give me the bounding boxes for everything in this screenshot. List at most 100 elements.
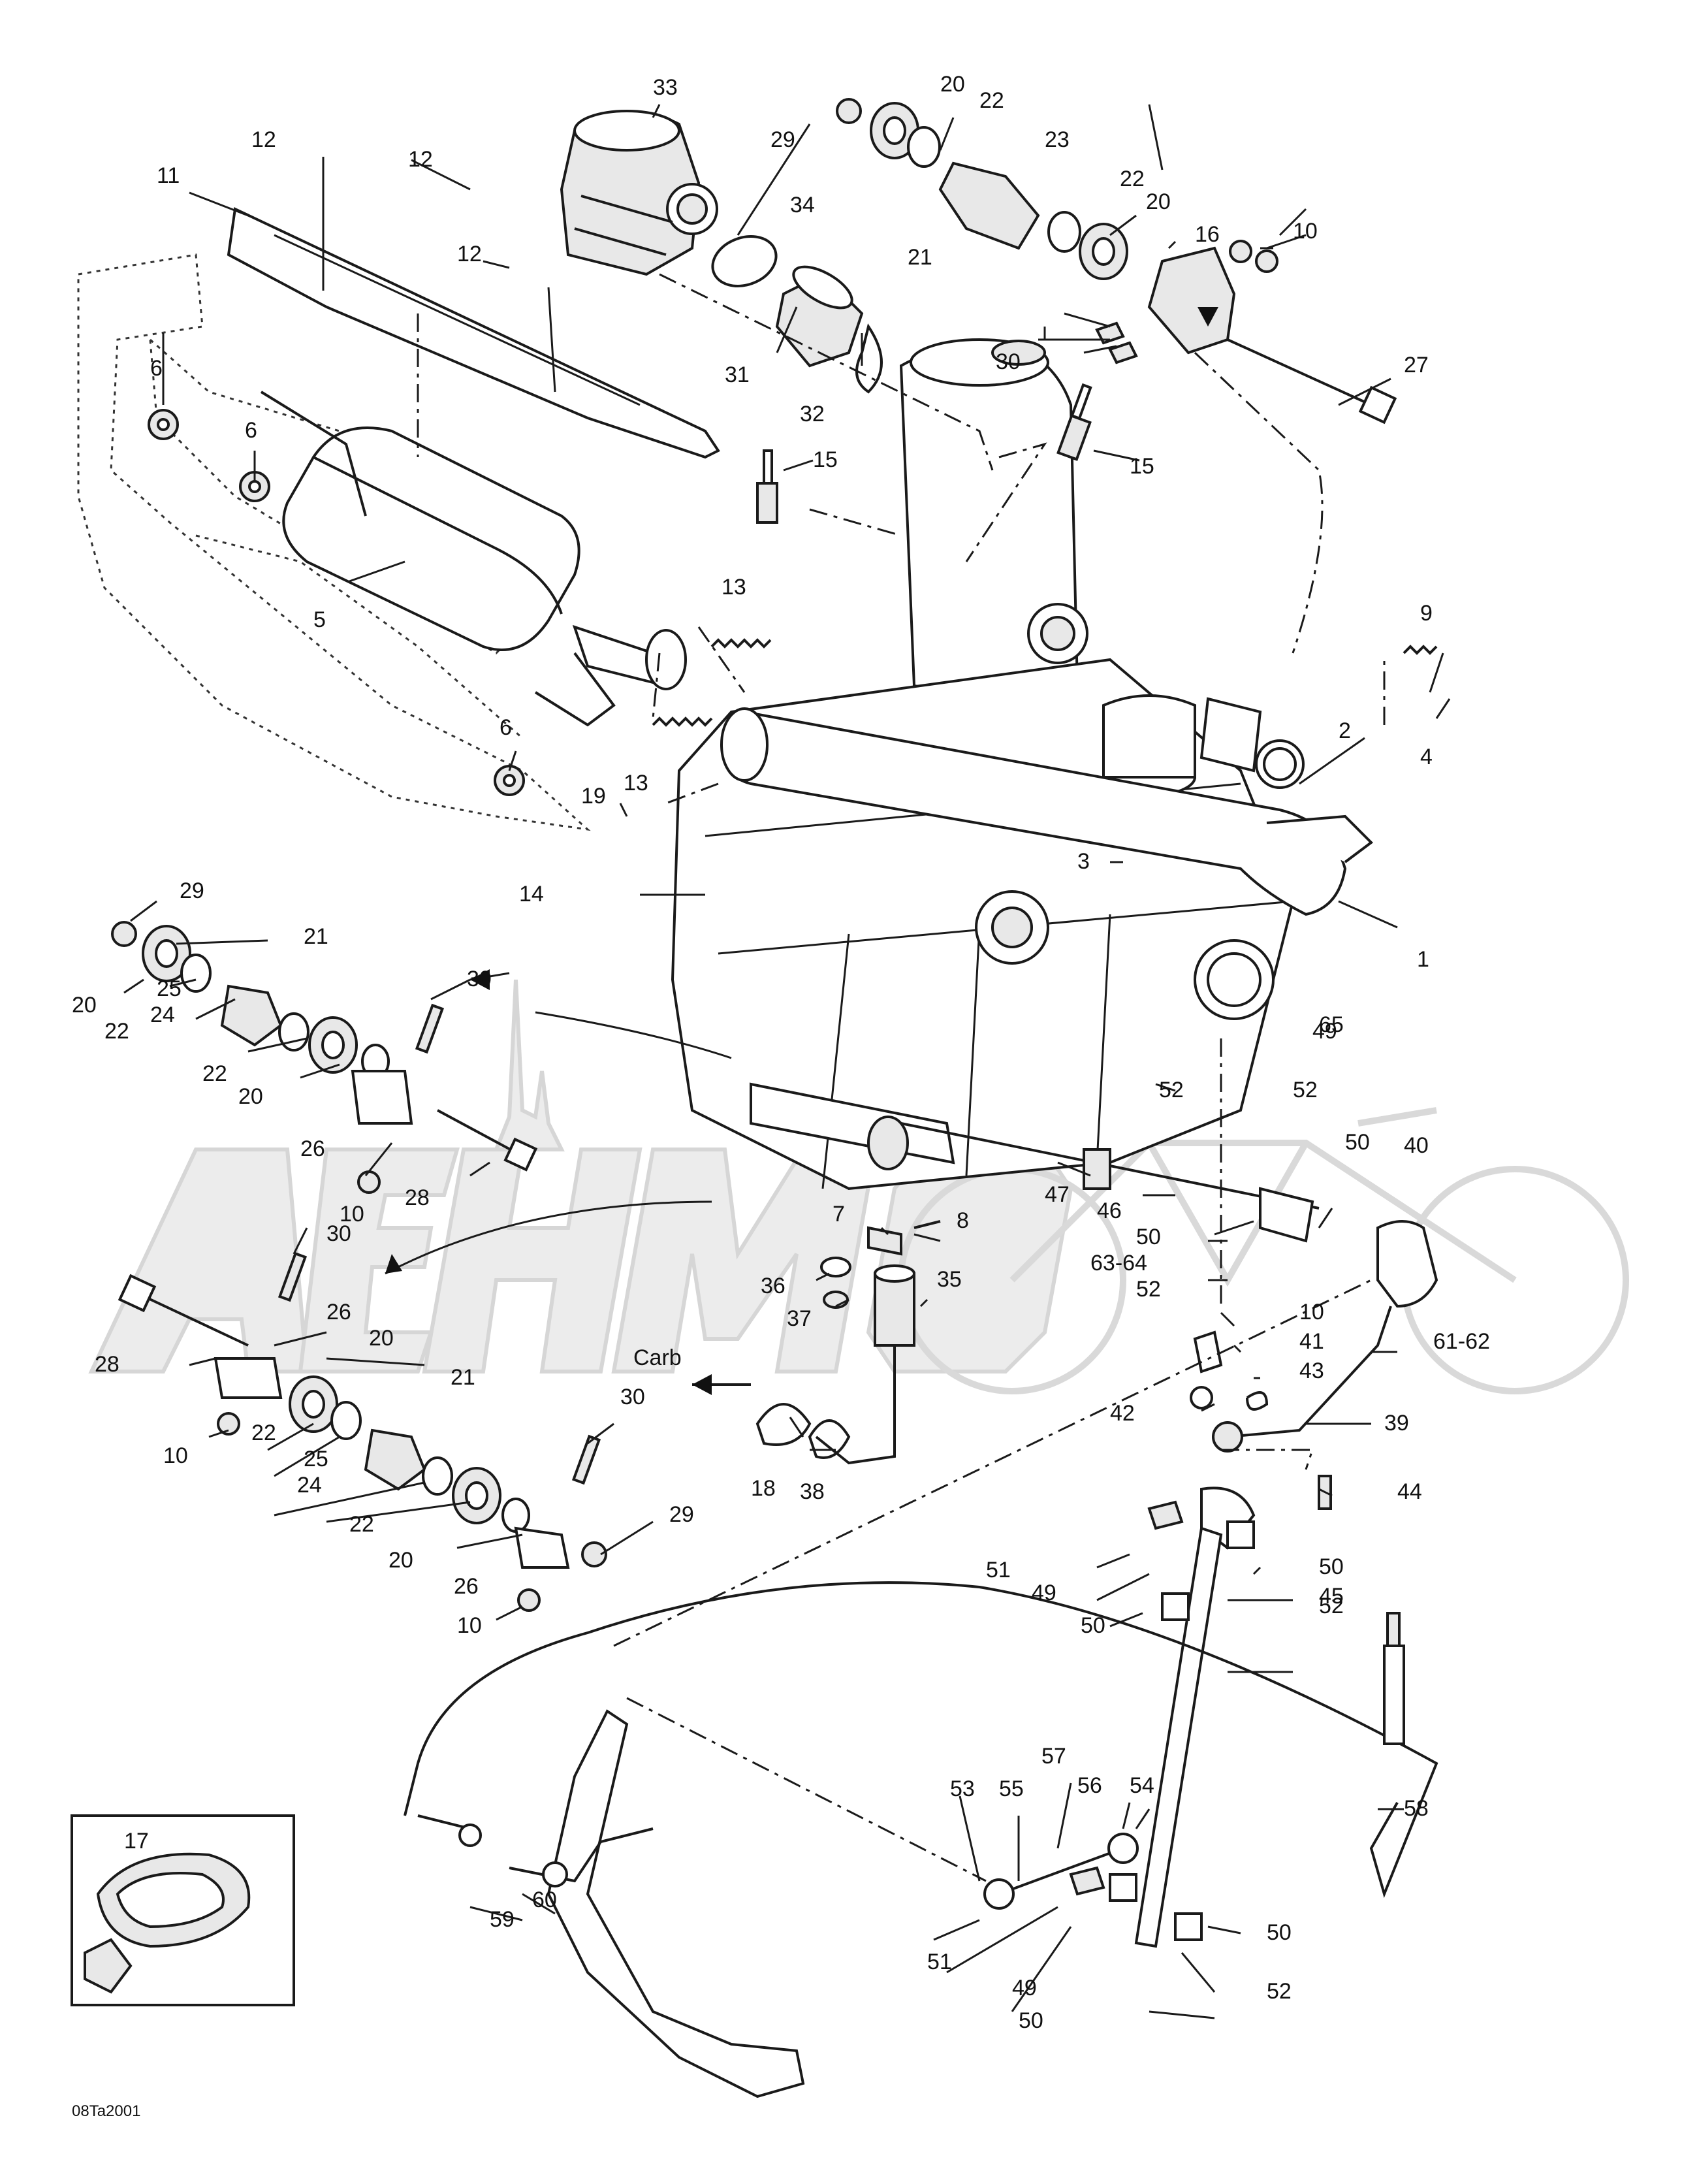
part-label-54: 54 xyxy=(1130,1773,1154,1798)
part-label-23: 23 xyxy=(1045,127,1070,152)
part-label-7: 7 xyxy=(833,1202,845,1227)
leader-lines xyxy=(123,104,1451,2019)
part-label-47: 47 xyxy=(1045,1182,1070,1207)
part-label-35: 35 xyxy=(937,1267,962,1292)
part-label-50c: 50 xyxy=(1319,1554,1344,1579)
part-label-22d: 22 xyxy=(202,1061,227,1086)
part-label-16: 16 xyxy=(1195,222,1220,247)
part-label-30c: 30 xyxy=(326,1221,351,1246)
part-labels: 1 2 3 4 5 6 6 6 7 8 9 10 10 10 10 10 11 … xyxy=(72,72,1490,2120)
part-label-50a: 50 xyxy=(1345,1130,1370,1155)
part-label-32: 32 xyxy=(800,402,825,426)
part-label-30a: 30 xyxy=(996,349,1021,374)
rubber-mounts xyxy=(148,409,525,796)
springs-and-plugs xyxy=(652,383,1438,727)
part-label-63-64: 63-64 xyxy=(1090,1251,1147,1276)
part-label-57: 57 xyxy=(1041,1744,1066,1769)
part-label-29a: 29 xyxy=(770,127,795,152)
part-label-14: 14 xyxy=(519,882,544,907)
part-label-26b: 26 xyxy=(326,1300,351,1325)
part-label-4: 4 xyxy=(1420,745,1433,769)
part-label-6b: 6 xyxy=(245,418,257,443)
part-label-12c: 12 xyxy=(457,242,482,266)
part-label-6c: 6 xyxy=(500,715,512,740)
part-label-30d: 30 xyxy=(620,1385,645,1409)
part-label-29b: 29 xyxy=(180,878,204,903)
part-label-3: 3 xyxy=(1077,849,1090,874)
part-label-31: 31 xyxy=(725,362,750,387)
part-label-22b: 22 xyxy=(1120,167,1145,191)
part-label-27: 27 xyxy=(1404,353,1429,377)
part-label-28b: 28 xyxy=(95,1352,119,1377)
part-label-13b: 13 xyxy=(624,771,648,795)
watermark xyxy=(88,979,1629,1394)
part-label-61-62: 61-62 xyxy=(1433,1329,1490,1354)
part-label-30b: 30 xyxy=(467,967,492,991)
part-label-10e: 10 xyxy=(1299,1300,1324,1325)
part-label-26c: 26 xyxy=(454,1574,479,1599)
part-label-28a: 28 xyxy=(405,1185,430,1210)
part-label-18: 18 xyxy=(751,1476,776,1501)
part-label-50e: 50 xyxy=(1267,1920,1292,1945)
part-label-40: 40 xyxy=(1404,1133,1429,1158)
part-label-20f: 20 xyxy=(389,1548,413,1573)
part-label-10b: 10 xyxy=(340,1202,364,1227)
part-label-51a: 51 xyxy=(986,1558,1011,1582)
part-label-33: 33 xyxy=(653,75,678,100)
part-label-9: 9 xyxy=(1420,601,1433,626)
part-label-50d: 50 xyxy=(1081,1613,1105,1638)
part-label-24a: 24 xyxy=(150,1003,175,1027)
part-label-55: 55 xyxy=(999,1776,1024,1801)
part-label-19: 19 xyxy=(581,784,606,809)
shift-linkage xyxy=(900,1122,1438,1948)
part-label-52b: 52 xyxy=(1293,1078,1318,1102)
part-label-20e: 20 xyxy=(369,1326,394,1351)
part-label-41: 41 xyxy=(1299,1329,1324,1354)
part-label-17: 17 xyxy=(124,1829,149,1854)
exhaust-pipe xyxy=(720,697,1374,916)
part-label-49a: 49 xyxy=(1312,1019,1337,1044)
ignition-coil xyxy=(692,1220,941,1465)
part-label-5: 5 xyxy=(313,607,326,632)
part-label-10c: 10 xyxy=(163,1443,188,1468)
part-label-34: 34 xyxy=(790,193,815,217)
cable-and-pedal xyxy=(404,1581,1438,2098)
part-label-15a: 15 xyxy=(813,447,838,472)
part-label-6a: 6 xyxy=(150,356,163,381)
heat-shield xyxy=(227,207,720,459)
part-label-29c: 29 xyxy=(669,1502,694,1527)
part-label-15b: 15 xyxy=(1130,454,1154,479)
part-label-43: 43 xyxy=(1299,1358,1324,1383)
part-label-22a: 22 xyxy=(979,88,1004,113)
part-label-52a: 52 xyxy=(1159,1078,1184,1102)
part-label-49c: 49 xyxy=(1012,1976,1037,2000)
part-label-42: 42 xyxy=(1110,1401,1135,1426)
part-label-8: 8 xyxy=(957,1208,969,1233)
part-label-52d: 52 xyxy=(1319,1594,1344,1618)
carburetor xyxy=(560,110,718,276)
part-label-24b: 24 xyxy=(297,1473,322,1498)
part-label-52c: 52 xyxy=(1136,1277,1161,1302)
part-label-26a: 26 xyxy=(300,1136,325,1161)
part-label-37: 37 xyxy=(787,1306,812,1331)
part-label-1: 1 xyxy=(1417,947,1429,972)
part-label-10d: 10 xyxy=(457,1613,482,1638)
carb-direction-label: Carb xyxy=(633,1345,682,1370)
part-label-58: 58 xyxy=(1404,1796,1429,1821)
part-label-20b: 20 xyxy=(1146,189,1171,214)
part-label-21b: 21 xyxy=(304,924,328,949)
part-label-38: 38 xyxy=(800,1479,825,1504)
drawing-code: 08Ta2001 xyxy=(72,2102,140,2120)
part-label-12a: 12 xyxy=(251,127,276,152)
part-label-45: 45 xyxy=(1319,1584,1344,1609)
part-label-59: 59 xyxy=(490,1907,515,1932)
part-label-44: 44 xyxy=(1397,1479,1422,1504)
part-label-21a: 21 xyxy=(908,245,932,270)
part-label-51b: 51 xyxy=(927,1950,952,1974)
top-mount-assembly xyxy=(836,98,1397,425)
part-label-13a: 13 xyxy=(722,575,746,600)
part-label-20d: 20 xyxy=(238,1084,263,1109)
part-label-25a: 25 xyxy=(157,976,182,1001)
part-label-2: 2 xyxy=(1339,718,1351,743)
